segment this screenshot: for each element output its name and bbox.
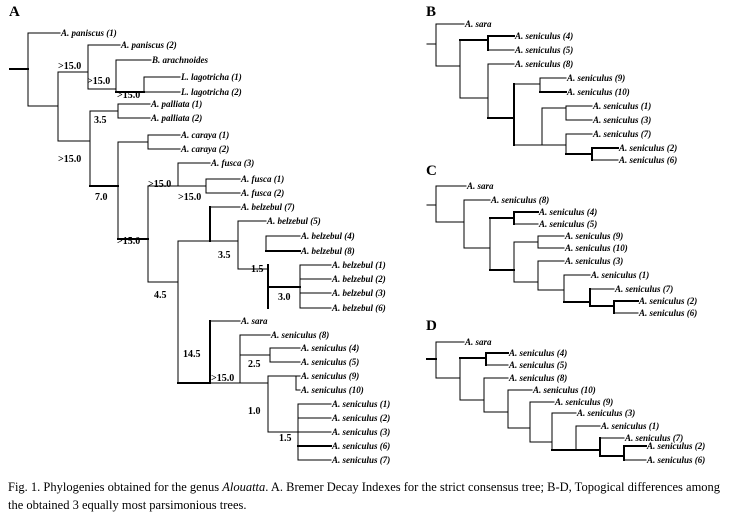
tree-c-leaf: A. seniculus (7) <box>614 284 673 294</box>
tree-c-leaf: A. seniculus (9) <box>564 231 623 241</box>
tree-c-leaf: A. seniculus (3) <box>564 256 623 266</box>
tree-d-leaf: A. seniculus (9) <box>554 397 613 407</box>
tree-a-leaf: A. belzebul (3) <box>331 288 386 298</box>
panel-label-d: D <box>426 318 437 334</box>
tree-a-branches <box>9 32 332 461</box>
decay-index: >15.0 <box>58 61 81 72</box>
tree-d-leaf: A. seniculus (3) <box>576 408 635 418</box>
tree-a-leaf: A. seniculus (1) <box>331 399 390 409</box>
tree-a-leaf: A. belzebul (7) <box>240 202 295 212</box>
tree-b-leaf: A. seniculus (3) <box>592 115 651 125</box>
tree-d-leaf: A. seniculus (4) <box>508 348 567 358</box>
tree-a-leaf: A. fusca (1) <box>240 174 284 184</box>
tree-d-branches <box>426 341 647 461</box>
tree-b-leaf: A. seniculus (10) <box>566 87 630 97</box>
decay-index: 7.0 <box>95 192 108 203</box>
tree-c: C <box>426 163 697 318</box>
decay-index: >15.0 <box>87 76 110 87</box>
tree-a-leaf: A. seniculus (6) <box>331 441 390 451</box>
tree-a-leaf: A. seniculus (3) <box>331 427 390 437</box>
tree-d: D <box>426 318 705 465</box>
tree-d-leaf: A. seniculus (8) <box>508 373 567 383</box>
tree-d-leaf: A. seniculus (6) <box>646 455 705 465</box>
tree-a-leaf: A. seniculus (9) <box>300 371 359 381</box>
tree-a-leaf: L. lagotricha (2) <box>180 87 242 97</box>
tree-a-leaf: A. palliata (1) <box>150 99 202 109</box>
tree-c-leaf: A. seniculus (4) <box>538 207 597 217</box>
tree-b-leaf: A. seniculus (7) <box>592 129 651 139</box>
decay-index: 14.5 <box>183 349 201 360</box>
tree-c-leaf: A. seniculus (1) <box>590 270 649 280</box>
decay-index: 3.5 <box>94 115 107 126</box>
tree-b-leaf: A. seniculus (8) <box>514 59 573 69</box>
tree-b-leaf: A. seniculus (2) <box>618 143 677 153</box>
tree-b: B <box>426 4 677 165</box>
tree-d-leaf: A. seniculus (2) <box>646 441 705 451</box>
tree-a: A <box>9 4 390 465</box>
tree-b-branches <box>426 23 619 161</box>
tree-a-leaf: A. belzebul (1) <box>331 260 386 270</box>
tree-b-leaf: A. seniculus (6) <box>618 155 677 165</box>
tree-b-leaf: A. sara <box>464 19 492 29</box>
tree-a-leaf: A. belzebul (2) <box>331 274 386 284</box>
tree-a-leaf: L. lagotricha (1) <box>180 72 242 82</box>
tree-a-leaf: B. arachnoides <box>151 55 209 65</box>
tree-a-leaf: A. seniculus (7) <box>331 455 390 465</box>
tree-a-leaf: A. belzebul (8) <box>300 246 355 256</box>
tree-a-leaf: A. belzebul (5) <box>266 216 321 226</box>
tree-a-leaf: A. seniculus (8) <box>270 330 329 340</box>
tree-a-leaf: A. palliata (2) <box>150 113 202 123</box>
tree-b-leaf: A. seniculus (5) <box>514 45 573 55</box>
tree-a-leaf: A. seniculus (5) <box>300 357 359 367</box>
decay-index: >15.0 <box>211 373 234 384</box>
tree-a-leaf: A. seniculus (10) <box>300 385 364 395</box>
decay-index: 4.5 <box>154 290 167 301</box>
caption-genus: Alouatta <box>222 480 266 494</box>
tree-a-leaf: A. belzebul (6) <box>331 303 386 313</box>
tree-a-leaf: A. caraya (2) <box>180 144 229 154</box>
tree-a-leaf: A. fusca (2) <box>240 188 284 198</box>
tree-c-leaf: A. seniculus (8) <box>490 195 549 205</box>
decay-index: >15.0 <box>117 90 140 101</box>
tree-d-leaf: A. seniculus (5) <box>508 360 567 370</box>
tree-a-leaf: A. seniculus (4) <box>300 343 359 353</box>
tree-a-leaf: A. fusca (3) <box>210 158 254 168</box>
panel-label-b: B <box>426 4 436 20</box>
tree-a-leaf: A. caraya (1) <box>180 130 229 140</box>
decay-index: >15.0 <box>117 236 140 247</box>
tree-c-branches <box>426 185 639 314</box>
decay-index: 3.0 <box>278 292 291 303</box>
decay-index: 1.0 <box>248 406 261 417</box>
tree-c-leaf: A. seniculus (5) <box>538 219 597 229</box>
panel-label-c: C <box>426 163 437 179</box>
panel-label-a: A <box>9 4 20 20</box>
caption-prefix: Fig. 1. Phylogenies obtained for the gen… <box>8 480 223 494</box>
decay-index: >15.0 <box>148 179 171 190</box>
tree-a-leaf: A. paniscus (2) <box>120 40 177 50</box>
tree-b-leaf: A. seniculus (9) <box>566 73 625 83</box>
tree-d-leaf: A. seniculus (10) <box>532 385 596 395</box>
tree-b-leaf: A. seniculus (1) <box>592 101 651 111</box>
tree-a-leaf: A. seniculus (2) <box>331 413 390 423</box>
decay-index: >15.0 <box>58 154 81 165</box>
tree-a-leaf: A. sara <box>240 316 268 326</box>
tree-a-leaf: A. belzebul (4) <box>300 231 355 241</box>
decay-index: 1.5 <box>279 433 292 444</box>
tree-b-leaf: A. seniculus (4) <box>514 31 573 41</box>
decay-index: >15.0 <box>178 192 201 203</box>
decay-index: 3.5 <box>218 250 231 261</box>
caption-suffix: . A. Bremer Decay Indexes for the strict… <box>8 480 721 512</box>
tree-c-leaf: A. seniculus (10) <box>564 243 628 253</box>
figure-caption: Fig. 1. Phylogenies obtained for the gen… <box>8 478 736 514</box>
tree-a-leaf: A. paniscus (1) <box>60 28 117 38</box>
tree-d-leaf: A. seniculus (1) <box>600 421 659 431</box>
tree-c-leaf: A. seniculus (6) <box>638 308 697 318</box>
tree-c-leaf: A. seniculus (2) <box>638 296 697 306</box>
decay-index: 2.5 <box>248 359 261 370</box>
tree-d-leaf: A. seniculus (7) <box>624 433 683 443</box>
decay-index: 1.5 <box>251 264 264 275</box>
tree-d-leaf: A. sara <box>464 337 492 347</box>
tree-c-leaf: A. sara <box>466 181 494 191</box>
